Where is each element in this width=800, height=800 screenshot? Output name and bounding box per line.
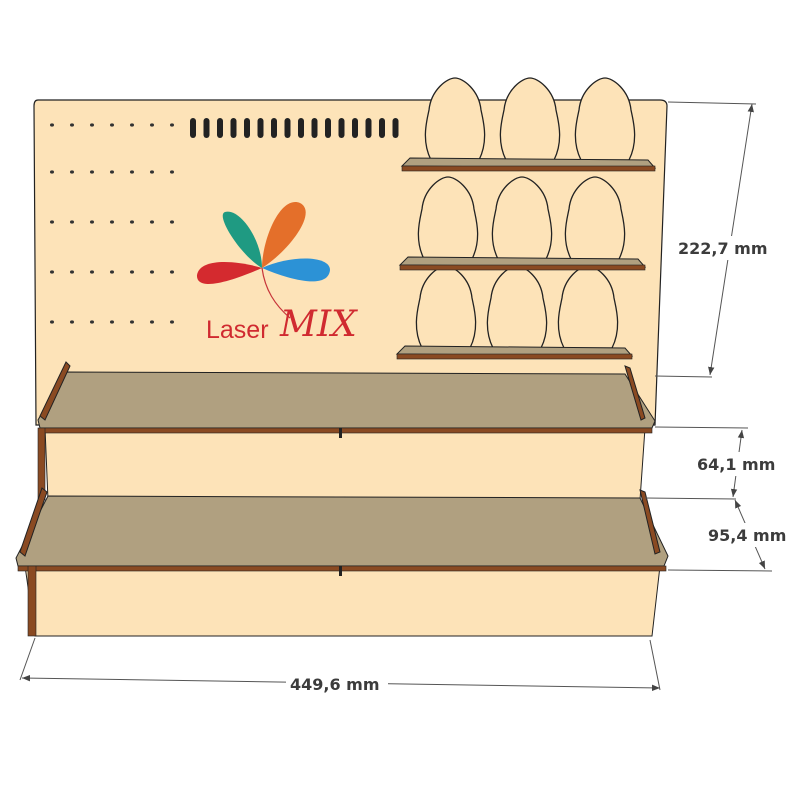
dimension-upper-step: 64,1 mm	[697, 455, 775, 474]
peg-hole	[70, 170, 74, 174]
vent-slot	[257, 118, 264, 138]
vent-slot	[379, 118, 385, 138]
peg-hole	[170, 123, 174, 127]
peg-hole	[50, 220, 54, 224]
vent-slots	[190, 118, 399, 138]
vent-slot	[244, 118, 250, 138]
peg-hole	[50, 270, 54, 274]
dimension-back-height: 222,7 mm	[678, 239, 768, 258]
peg-hole	[90, 270, 94, 274]
vent-slot	[271, 118, 277, 138]
egg-holder	[424, 77, 486, 161]
vent-slot	[298, 118, 304, 138]
vent-slot	[325, 118, 331, 138]
egg-holder	[491, 176, 553, 260]
peg-hole	[150, 320, 154, 324]
peg-hole	[130, 170, 134, 174]
egg-holder	[417, 176, 479, 260]
egg-holder	[574, 77, 636, 161]
vent-slot	[311, 118, 318, 138]
peg-hole	[110, 123, 114, 127]
egg-holder	[564, 176, 626, 260]
dimension-lower-step: 95,4 mm	[708, 526, 786, 545]
peg-hole	[130, 220, 134, 224]
vent-slot	[217, 118, 223, 138]
upper-step	[37, 361, 656, 501]
peg-holes	[50, 123, 174, 324]
dimension-width: 449,6 mm	[290, 675, 380, 694]
peg-hole	[170, 220, 174, 224]
peg-hole	[70, 123, 74, 127]
peg-hole	[90, 220, 94, 224]
peg-hole	[150, 170, 154, 174]
peg-hole	[130, 320, 134, 324]
peg-hole	[90, 320, 94, 324]
peg-hole	[70, 270, 74, 274]
laser-mix-logo: Laser MIX	[196, 202, 358, 345]
peg-hole	[110, 320, 114, 324]
vent-slot	[190, 118, 196, 138]
vent-slot	[203, 118, 210, 138]
peg-hole	[50, 123, 54, 127]
peg-hole	[110, 270, 114, 274]
logo-word-mix: MIX	[279, 304, 358, 345]
lower-step	[15, 487, 669, 637]
vent-slot	[392, 118, 399, 138]
peg-hole	[150, 220, 154, 224]
egg-holder	[499, 77, 561, 161]
peg-hole	[110, 220, 114, 224]
peg-hole	[110, 170, 114, 174]
peg-hole	[150, 123, 154, 127]
egg-shelves	[395, 157, 657, 360]
peg-hole	[170, 320, 174, 324]
egg-holders	[415, 77, 636, 349]
peg-hole	[150, 270, 154, 274]
vent-slot	[284, 118, 291, 138]
vent-slot	[352, 118, 358, 138]
peg-hole	[50, 320, 54, 324]
vent-slot	[338, 118, 345, 138]
peg-hole	[50, 170, 54, 174]
peg-hole	[70, 220, 74, 224]
peg-hole	[170, 270, 174, 274]
peg-hole	[70, 320, 74, 324]
peg-hole	[90, 170, 94, 174]
vent-slot	[230, 118, 237, 138]
peg-hole	[90, 123, 94, 127]
peg-hole	[170, 170, 174, 174]
logo-word-laser: Laser	[206, 316, 269, 344]
peg-hole	[130, 270, 134, 274]
peg-hole	[130, 123, 134, 127]
vent-slot	[365, 118, 372, 138]
